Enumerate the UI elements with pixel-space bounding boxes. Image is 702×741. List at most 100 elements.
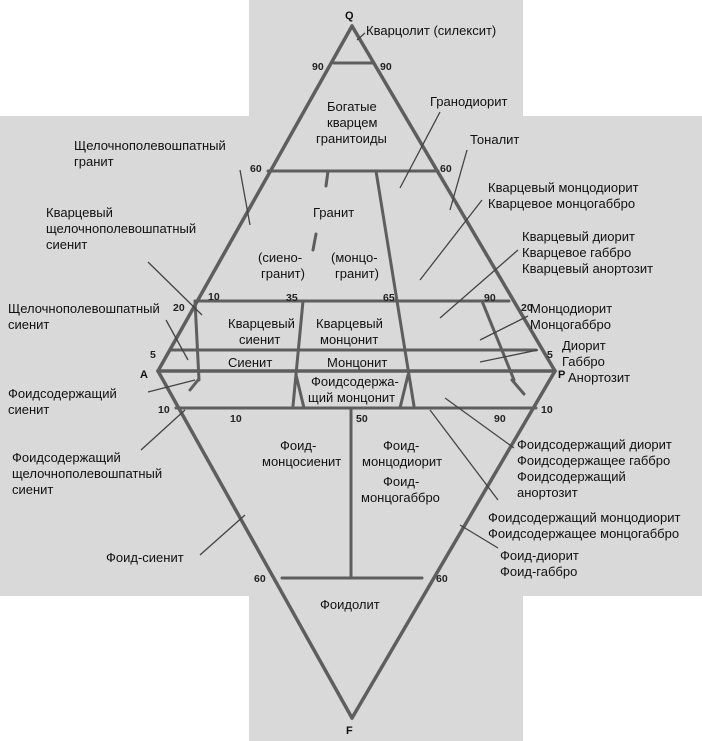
- callout-foid-monzodiorite-line1: Фоидсодержащий монцодиорит: [488, 510, 681, 525]
- callout-foid-diorite-line4: анортозит: [517, 485, 578, 500]
- radial-65-upper: [374, 169, 416, 408]
- field-syenite: Сиенит: [228, 355, 272, 370]
- callout-monzodiorite-line2: Монцогаббро: [530, 317, 611, 332]
- callout-q-diorite-line2: Кварцевое габбро: [522, 245, 631, 260]
- field-monzonite: Монцонит: [327, 355, 387, 370]
- tick-q20-left: 20: [173, 302, 185, 314]
- diamond-outline: [156, 24, 557, 720]
- callout-diorite-line3: Анортозит: [568, 370, 630, 385]
- field-foid-monzosyenite-line1: Фоид-: [280, 438, 316, 453]
- tick-ratio-35: 35: [286, 292, 298, 304]
- edge-p-f: [350, 369, 557, 720]
- field-foid-monzonite-line2: щий монцонит: [308, 390, 395, 405]
- tick-q20-right: 20: [521, 302, 533, 314]
- field-quartz-syenite-line2: сиенит: [239, 332, 280, 347]
- field-foid-monzosyenite-line2: монцосиенит: [262, 454, 341, 469]
- callout-alk-syenite-line1: Щелочнополевошпатный: [8, 301, 160, 316]
- callout-alk-granite-line2: гранит: [74, 154, 114, 169]
- field-quartz-monzonite-line2: монцонит: [320, 332, 378, 347]
- tick-foid-ratio-50: 50: [356, 413, 368, 425]
- callout-quartzolite: Кварцолит (силексит): [366, 23, 496, 38]
- apex-labels: Q A P F: [140, 10, 565, 737]
- field-foid-monzodiorite-line2: монцодиорит: [362, 454, 442, 469]
- callout-q-alk-syenite-line2: щелочнополевошпатный: [46, 221, 196, 236]
- callout-q-alk-syenite-line3: сиенит: [46, 237, 87, 252]
- callout-alk-syenite-line2: сиенит: [8, 317, 49, 332]
- callout-foid-monzodiorite-line2: Фоидсодержащее монцогаббро: [488, 526, 679, 541]
- callout-q-monzodiorite-line1: Кварцевый монцодиорит: [488, 180, 639, 195]
- tick-f10-left: 10: [158, 404, 170, 416]
- callout-foid-syenite-field: Фоид-сиенит: [106, 550, 184, 565]
- tick-foid-ratio-10: 10: [230, 413, 242, 425]
- radial-35-upper: [291, 299, 305, 408]
- field-foid-monzogabbro-line1: Фоид-: [383, 474, 419, 489]
- callout-tonalite: Тоналит: [470, 132, 519, 147]
- radial-granite-1: [324, 169, 330, 188]
- tick-ratio-10: 10: [208, 291, 220, 303]
- callout-labels: Кварцолит (силексит) Гранодиорит Тоналит…: [8, 23, 681, 579]
- callout-foid-alk-syenite-line3: сиенит: [12, 482, 53, 497]
- callout-foid-diorite-line2: Фоидсодержащее габбро: [517, 453, 670, 468]
- tick-q5-left: 5: [150, 349, 156, 361]
- tick-q90-right: 90: [380, 61, 392, 73]
- callout-foid-diorite-field-line2: Фоид-габбро: [500, 564, 577, 579]
- callout-q-diorite-line3: Кварцевый анортозит: [522, 261, 653, 276]
- tick-labels: 90 90 60 60 20 20 5 5 10 10 60 60 10 35 …: [150, 61, 553, 585]
- callout-foid-syenite-line2: сиенит: [8, 402, 49, 417]
- callout-q-alk-syenite-line1: Кварцевый: [46, 205, 113, 220]
- tick-f60-right: 60: [436, 573, 448, 585]
- edge-a-f: [156, 369, 354, 720]
- field-quartz-syenite-line1: Кварцевый: [228, 316, 295, 331]
- callout-q-diorite-line1: Кварцевый диорит: [522, 229, 635, 244]
- field-monzogranite-line1: (монцо-: [331, 250, 378, 265]
- callout-foid-diorite-line3: Фоидсодержащий: [517, 469, 626, 484]
- foid-monzonite-right: [398, 373, 410, 410]
- field-rich-quartz-line3: гранитоиды: [316, 131, 387, 146]
- radial-boundaries: [188, 169, 526, 580]
- foid-monzonite-left: [294, 373, 306, 410]
- tick-ratio-65: 65: [383, 292, 395, 304]
- callout-diorite-line2: Габбро: [562, 354, 605, 369]
- radial-90-upper: [480, 299, 516, 382]
- tick-q5-right: 5: [547, 349, 553, 361]
- callout-foid-syenite-line1: Фоидсодержащий: [8, 386, 117, 401]
- radial-10-upper: [193, 299, 201, 382]
- callout-alk-granite-line1: Щелочнополевошпатный: [74, 138, 226, 153]
- apex-a: A: [140, 369, 148, 381]
- tick-f10-right: 10: [541, 404, 553, 416]
- callout-monzodiorite-line1: Монцодиорит: [530, 301, 612, 316]
- callout-foid-diorite-field-line1: Фоид-диорит: [500, 548, 579, 563]
- radial-foid-l-step: [188, 378, 200, 392]
- callout-foid-diorite-line1: Фоидсодержащий диорит: [517, 437, 672, 452]
- field-foid-monzonite-line1: Фоидсодержа-: [311, 374, 399, 389]
- radial-granite-2: [311, 232, 318, 252]
- tick-foid-ratio-90: 90: [494, 413, 506, 425]
- tick-ratio-90: 90: [484, 292, 496, 304]
- edge-q-a: [156, 24, 354, 373]
- field-quartz-monzonite-line1: Кварцевый: [316, 316, 383, 331]
- tick-f60-left: 60: [254, 573, 266, 585]
- apex-f: F: [346, 725, 353, 737]
- callout-foid-alk-syenite-line2: щелочнополевошпатный: [12, 466, 162, 481]
- field-syenogranite-line1: (сиено-: [258, 250, 302, 265]
- leader-lines: [140, 32, 539, 556]
- field-syenogranite-line2: гранит): [261, 266, 305, 281]
- apex-p: P: [558, 369, 565, 381]
- field-monzogranite-line2: гранит): [335, 266, 379, 281]
- field-rich-quartz-line2: кварцем: [327, 115, 377, 130]
- field-rich-quartz-line1: Богатые: [327, 99, 377, 114]
- tick-q60-right: 60: [440, 163, 452, 175]
- apex-q: Q: [345, 10, 354, 22]
- field-foidolite: Фоидолит: [320, 597, 380, 612]
- callout-diorite-line1: Диорит: [562, 338, 606, 353]
- tick-q60-left: 60: [250, 163, 262, 175]
- callout-q-monzodiorite-line2: Кварцевое монцогаббро: [488, 196, 635, 211]
- tick-q90-left: 90: [312, 61, 324, 73]
- field-foid-monzodiorite-line1: Фоид-: [383, 438, 419, 453]
- radial-foid-r-step: [510, 378, 526, 396]
- field-foid-monzogabbro-line2: монцогаббро: [361, 490, 440, 505]
- callout-granodiorite: Гранодиорит: [430, 94, 507, 109]
- callout-foid-alk-syenite-line1: Фоидсодержащий: [12, 450, 121, 465]
